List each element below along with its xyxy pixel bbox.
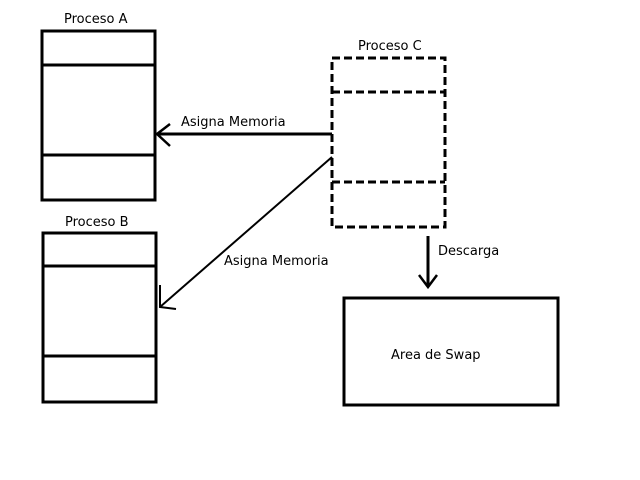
process-c: Proceso C [330, 39, 447, 229]
arrow-c-to-swap-label: Descarga [438, 244, 499, 259]
arrow-c-to-b-head [159, 285, 177, 310]
swap-area-box [342, 296, 560, 407]
arrow-c-to-b-label: Asigna Memoria [224, 254, 329, 269]
arrow-c-to-swap: Descarga [418, 236, 499, 290]
process-b-box [41, 231, 158, 404]
arrow-c-to-a: Asigna Memoria [155, 115, 332, 147]
process-a-box [40, 29, 157, 202]
arrow-c-to-a-label: Asigna Memoria [181, 115, 286, 130]
process-c-box [330, 56, 447, 229]
swap-area-label: Area de Swap [391, 348, 481, 363]
process-b: Proceso B [41, 215, 158, 404]
process-c-title: Proceso C [358, 39, 422, 54]
process-a: Proceso A [40, 12, 157, 202]
process-b-title: Proceso B [65, 215, 129, 230]
arrow-c-to-a-head [155, 123, 171, 147]
arrow-c-to-b: Asigna Memoria [159, 156, 333, 310]
arrow-c-to-swap-head [418, 274, 438, 290]
process-a-title: Proceso A [64, 12, 128, 27]
arrow-c-to-b-shaft [159, 156, 333, 308]
swap-area: Area de Swap [342, 296, 560, 407]
